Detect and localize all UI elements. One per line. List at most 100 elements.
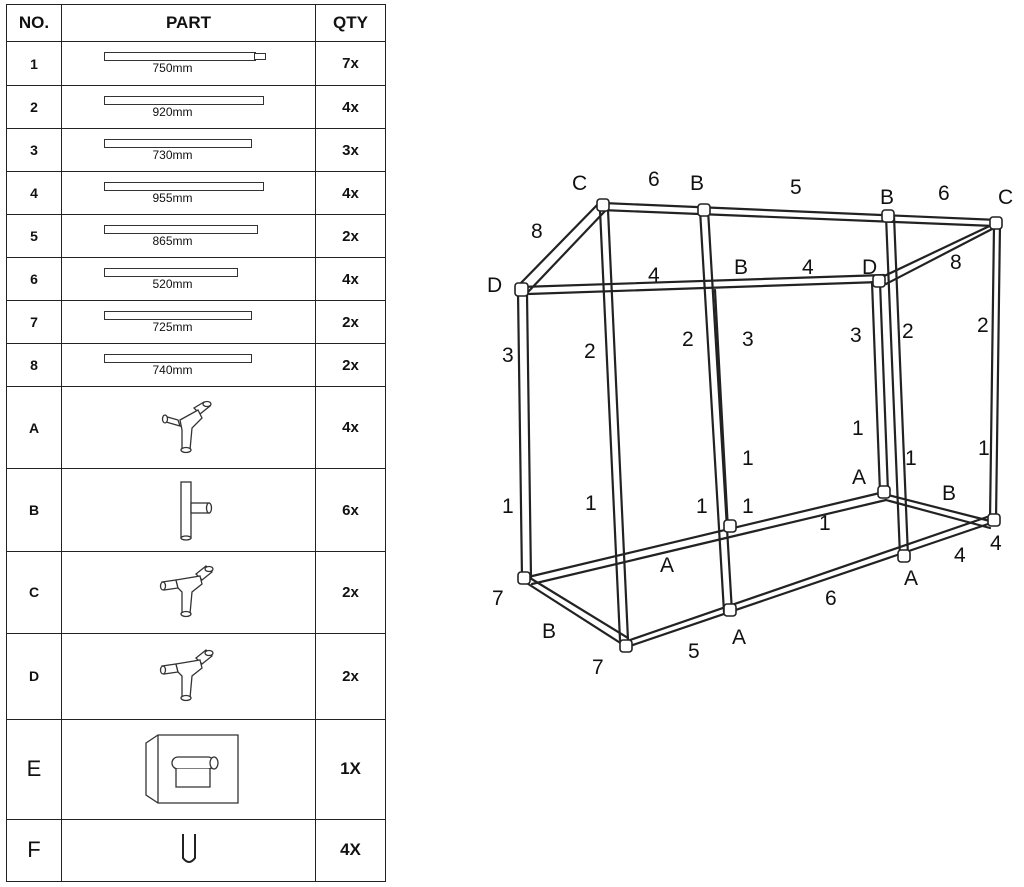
rod-length: 955mm	[152, 191, 193, 206]
row-number: 4	[6, 171, 62, 216]
part-cell: 955mm	[61, 171, 316, 216]
table-row: A 4x	[6, 386, 386, 470]
y-connector-icon	[159, 565, 214, 618]
diagram-label: 1	[852, 417, 864, 440]
diagram-label: C	[998, 186, 1013, 209]
t-connector-icon	[179, 481, 212, 541]
part-cell: 920mm	[61, 85, 316, 130]
qty-cell: 2x	[315, 343, 386, 388]
diagram-label: 1	[742, 495, 754, 518]
diagram-label: 3	[502, 344, 514, 367]
qty-cell: 2x	[315, 550, 386, 634]
table-row: 7 725mm 2x	[6, 300, 386, 345]
diagram-label: 5	[688, 640, 700, 663]
frame-assembly-diagram: C 6 B 5 B 6 C 8 4 B 4 D 8 D 2 3 3 2 2 3 …	[487, 168, 1013, 679]
qty-cell: 2x	[315, 300, 386, 345]
diagram-label: A	[904, 567, 918, 590]
rod-length: 865mm	[152, 234, 193, 249]
table-header-row: NO. PART QTY	[6, 4, 386, 42]
diagram-label: 8	[950, 251, 962, 274]
header-no: NO.	[6, 4, 62, 42]
part-cell: 865mm	[61, 214, 316, 259]
rod-length: 520mm	[152, 277, 193, 292]
table-row: 5 865mm 2x	[6, 214, 386, 259]
diagram-label: 2	[902, 320, 914, 343]
row-number: 6	[6, 257, 62, 302]
diagram-label: 8	[531, 220, 543, 243]
diagram-label: 2	[682, 328, 694, 351]
part-cell: 730mm	[61, 128, 316, 173]
rod-520-icon	[104, 268, 238, 278]
diagram-label: 1	[905, 447, 917, 470]
row-number: 1	[6, 40, 62, 87]
rod-length: 750mm	[152, 61, 193, 75]
rod-length: 740mm	[152, 363, 193, 378]
rod-length: 730mm	[152, 148, 193, 163]
diagram-label: A	[660, 554, 674, 577]
part-cell	[61, 718, 316, 820]
diagram-label: 1	[978, 437, 990, 460]
diagram-label: 3	[850, 324, 862, 347]
part-cell: 520mm	[61, 257, 316, 302]
table-row: F 4X	[6, 818, 386, 883]
diagram-label: A	[732, 626, 746, 649]
qty-cell: 4x	[315, 171, 386, 216]
qty-cell: 1X	[315, 718, 386, 820]
part-cell	[61, 386, 316, 470]
diagram-label: 6	[825, 587, 837, 610]
qty-cell: 4x	[315, 257, 386, 302]
row-number: D	[6, 632, 62, 720]
diagram-label: 4	[648, 264, 660, 287]
diagram-label: 2	[977, 314, 989, 337]
diagram-label: A	[852, 466, 866, 489]
rod-750-icon	[104, 52, 256, 61]
diagram-label: 7	[492, 587, 504, 610]
diagram-label: 4	[802, 256, 814, 279]
row-number: A	[6, 386, 62, 470]
diagram-label: C	[572, 172, 587, 195]
diagram-label: B	[942, 482, 956, 505]
y-connector-icon	[159, 649, 214, 702]
qty-cell: 4x	[315, 85, 386, 130]
part-cell	[61, 632, 316, 720]
frame-connectors	[514, 198, 1003, 653]
diagram-label: 5	[790, 176, 802, 199]
parts-table: NO. PART QTY 1 750mm 7x 2 920mm 4x 3 730…	[6, 4, 386, 883]
table-row: C 2x	[6, 550, 386, 634]
cover-clip-icon	[144, 734, 239, 804]
table-row: D 2x	[6, 632, 386, 720]
table-row: 6 520mm 4x	[6, 257, 386, 302]
table-row: 8 740mm 2x	[6, 343, 386, 388]
diagram-label: 3	[742, 328, 754, 351]
frame-pipes	[516, 200, 1002, 650]
qty-cell: 2x	[315, 632, 386, 720]
part-cell: 750mm	[61, 40, 316, 87]
part-cell	[61, 468, 316, 552]
header-part: PART	[61, 4, 316, 42]
qty-cell: 3x	[315, 128, 386, 173]
diagram-label: 6	[938, 182, 950, 205]
diagram-label: 1	[742, 447, 754, 470]
rod-730-icon	[104, 139, 252, 149]
table-row: E 1X	[6, 718, 386, 820]
part-cell	[61, 818, 316, 883]
diagram-label: 1	[696, 495, 708, 518]
u-clip-icon	[181, 834, 196, 864]
table-row: 2 920mm 4x	[6, 85, 386, 130]
diagram-label: D	[487, 274, 502, 297]
qty-cell: 4X	[315, 818, 386, 883]
frame-labels: C 6 B 5 B 6 C 8 4 B 4 D 8 D 2 3 3 2 2 3 …	[487, 168, 1013, 679]
row-number: 5	[6, 214, 62, 259]
row-number: C	[6, 550, 62, 634]
table-row: 4 955mm 4x	[6, 171, 386, 216]
diagram-label: 7	[592, 656, 604, 679]
diagram-label: B	[734, 256, 748, 279]
row-number: B	[6, 468, 62, 552]
rod-920-icon	[104, 96, 264, 106]
rod-740-icon	[104, 354, 252, 364]
part-cell	[61, 550, 316, 634]
rod-865-icon	[104, 225, 258, 235]
qty-cell: 2x	[315, 214, 386, 259]
diagram-label: 1	[585, 492, 597, 515]
table-row: 3 730mm 3x	[6, 128, 386, 173]
